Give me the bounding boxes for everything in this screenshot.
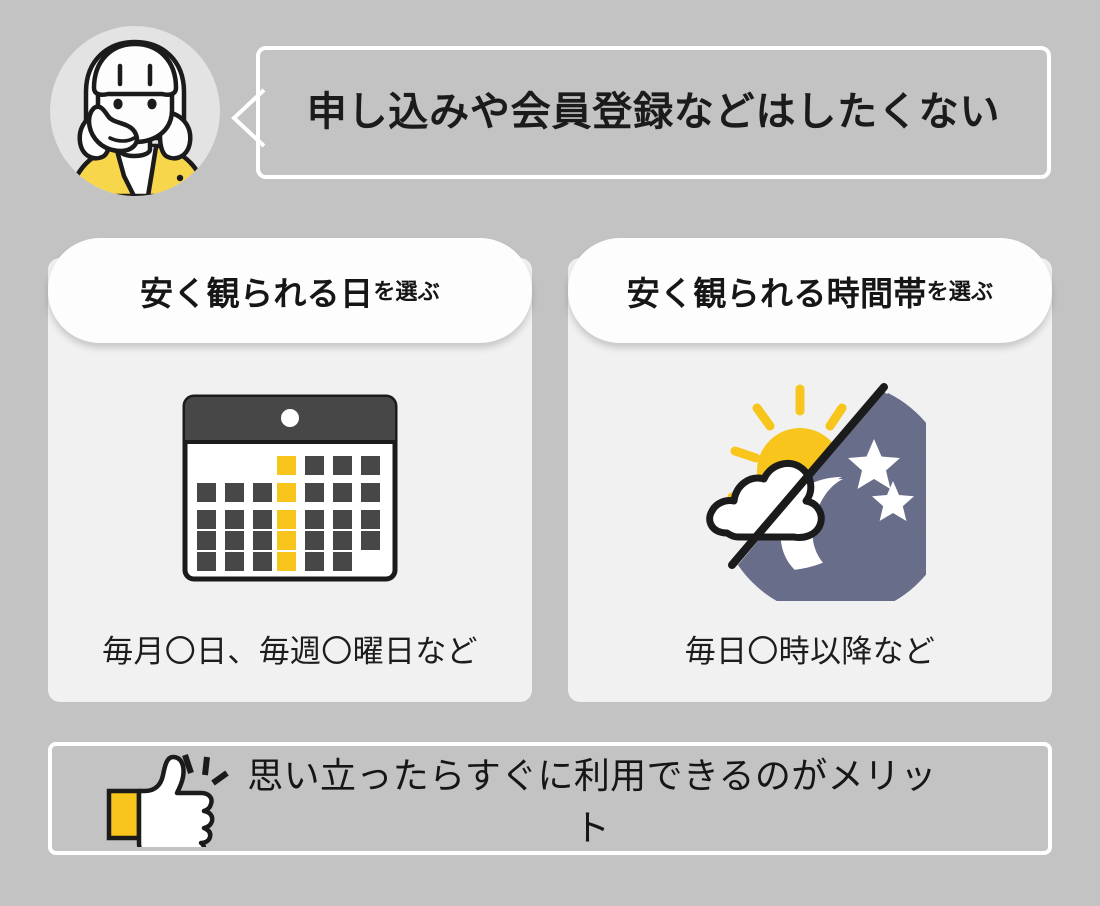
merit-text: 思い立ったらすぐに利用できるのがメリット xyxy=(247,754,937,848)
card-cheap-time: 安く観られる時間帯を選ぶ xyxy=(568,238,1052,702)
thumb-wrap xyxy=(96,749,246,849)
card-figure xyxy=(568,370,1052,605)
thumbs-up-icon xyxy=(106,753,229,847)
calendar-icon xyxy=(182,394,398,581)
speech-row: 申し込みや会員登録などはしたくない xyxy=(0,0,1100,230)
card-title-pill: 安く観られる時間帯を選ぶ xyxy=(568,238,1052,343)
card-title-sub: を選ぶ xyxy=(926,278,994,304)
card-caption: 毎日〇時以降など xyxy=(684,634,936,669)
merit-bar: 思い立ったらすぐに利用できるのがメリット xyxy=(48,742,1052,855)
card-title-main: 安く観られる日 xyxy=(140,274,374,312)
woman-thinking-avatar xyxy=(67,39,209,196)
card-caption: 毎月〇日、毎週〇曜日など xyxy=(102,634,478,669)
card-title-pill: 安く観られる日を選ぶ xyxy=(48,238,532,343)
card-figure xyxy=(48,370,532,605)
speech-bubble: 申し込みや会員登録などはしたくない xyxy=(231,46,1051,179)
cards-row: 安く観られる日を選ぶ xyxy=(0,238,1100,708)
card-cheap-day: 安く観られる日を選ぶ xyxy=(48,238,532,702)
speech-bubble-tail-icon xyxy=(230,88,266,148)
avatar xyxy=(50,26,220,196)
speech-bubble-text: 申し込みや会員登録などはしたくない xyxy=(306,89,1001,134)
card-title-sub: を選ぶ xyxy=(373,278,440,304)
card-title-main: 安く観られる時間帯 xyxy=(626,274,927,312)
day-night-icon xyxy=(706,382,926,601)
